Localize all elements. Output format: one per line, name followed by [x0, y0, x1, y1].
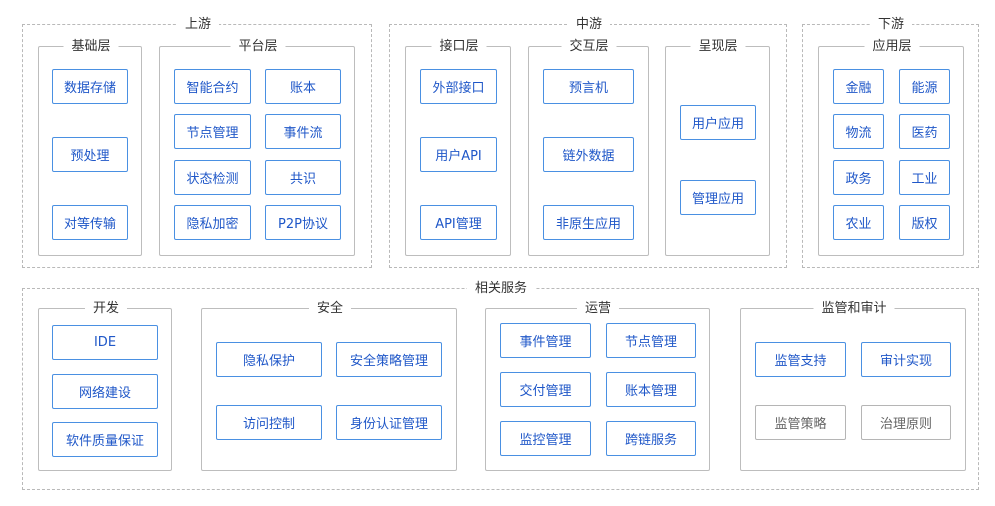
services-region: 相关服务: [22, 280, 979, 490]
box-event-management[interactable]: 事件管理: [500, 323, 591, 358]
dev-title: 开发: [84, 300, 128, 317]
box-node-management[interactable]: 节点管理: [174, 114, 251, 149]
platform-layer-title: 平台层: [230, 38, 286, 55]
presentation-layer-group: 呈现层: [665, 38, 770, 256]
box-privacy-protection[interactable]: 隐私保护: [216, 342, 322, 377]
box-ops-node-management[interactable]: 节点管理: [606, 323, 696, 358]
box-privacy-encryption[interactable]: 隐私加密: [174, 205, 251, 240]
audit-group: 监管和审计: [740, 300, 966, 471]
box-ledger-management[interactable]: 账本管理: [606, 372, 696, 407]
box-audit-implementation[interactable]: 审计实现: [861, 342, 951, 377]
box-medicine[interactable]: 医药: [899, 114, 950, 149]
platform-layer-group: 平台层: [159, 38, 355, 256]
box-energy[interactable]: 能源: [899, 69, 950, 104]
ops-group: 运营: [485, 300, 710, 471]
audit-title: 监管和审计: [813, 300, 895, 317]
box-security-policy[interactable]: 安全策略管理: [336, 342, 442, 377]
box-offchain-data[interactable]: 链外数据: [543, 137, 634, 172]
box-api-management[interactable]: API管理: [420, 205, 497, 240]
box-p2p-protocol[interactable]: P2P协议: [265, 205, 341, 240]
box-industry[interactable]: 工业: [899, 160, 950, 195]
box-logistics[interactable]: 物流: [833, 114, 884, 149]
interface-layer-group: 接口层: [405, 38, 511, 256]
box-access-control[interactable]: 访问控制: [216, 405, 322, 440]
security-group: 安全: [201, 300, 457, 471]
application-layer-group: 应用层: [818, 38, 964, 256]
upstream-region: 上游: [22, 16, 372, 268]
box-government[interactable]: 政务: [833, 160, 884, 195]
foundation-layer-title: 基础层: [63, 38, 119, 55]
downstream-region: 下游: [802, 16, 979, 268]
services-title: 相关服务: [466, 280, 536, 297]
box-data-storage[interactable]: 数据存储: [52, 69, 128, 104]
box-governance-principle[interactable]: 治理原则: [861, 405, 951, 440]
box-non-native-app[interactable]: 非原生应用: [543, 205, 634, 240]
box-finance[interactable]: 金融: [833, 69, 884, 104]
box-copyright[interactable]: 版权: [899, 205, 950, 240]
box-preprocessing[interactable]: 预处理: [52, 137, 128, 172]
box-cross-chain[interactable]: 跨链服务: [606, 421, 696, 456]
box-ledger[interactable]: 账本: [265, 69, 341, 104]
box-regulation-policy[interactable]: 监管策略: [755, 405, 846, 440]
box-oracle[interactable]: 预言机: [543, 69, 634, 104]
foundation-layer-group: 基础层: [38, 38, 142, 256]
box-smart-contract[interactable]: 智能合约: [174, 69, 251, 104]
box-state-detection[interactable]: 状态检测: [174, 160, 251, 195]
upstream-title: 上游: [176, 16, 220, 33]
presentation-layer-title: 呈现层: [690, 38, 746, 55]
security-title: 安全: [308, 300, 352, 317]
box-admin-application[interactable]: 管理应用: [680, 180, 756, 215]
box-delivery-management[interactable]: 交付管理: [500, 372, 591, 407]
box-identity-auth[interactable]: 身份认证管理: [336, 405, 442, 440]
box-ide[interactable]: IDE: [52, 325, 158, 360]
box-software-qa[interactable]: 软件质量保证: [52, 422, 158, 457]
box-user-api[interactable]: 用户API: [420, 137, 497, 172]
interface-layer-title: 接口层: [431, 38, 487, 55]
box-regulation-support[interactable]: 监管支持: [755, 342, 846, 377]
interaction-layer-title: 交互层: [561, 38, 617, 55]
box-agriculture[interactable]: 农业: [833, 205, 884, 240]
downstream-title: 下游: [869, 16, 913, 33]
box-user-application[interactable]: 用户应用: [680, 105, 756, 140]
box-monitoring-management[interactable]: 监控管理: [500, 421, 591, 456]
interaction-layer-group: 交互层: [528, 38, 649, 256]
box-event-stream[interactable]: 事件流: [265, 114, 341, 149]
ops-title: 运营: [576, 300, 620, 317]
application-layer-title: 应用层: [864, 38, 920, 55]
dev-group: 开发: [38, 300, 172, 471]
box-external-interface[interactable]: 外部接口: [420, 69, 497, 104]
midstream-title: 中游: [567, 16, 611, 33]
box-network-build[interactable]: 网络建设: [52, 374, 158, 409]
midstream-region: 中游: [389, 16, 787, 268]
box-consensus[interactable]: 共识: [265, 160, 341, 195]
box-p2p-transfer[interactable]: 对等传输: [52, 205, 128, 240]
